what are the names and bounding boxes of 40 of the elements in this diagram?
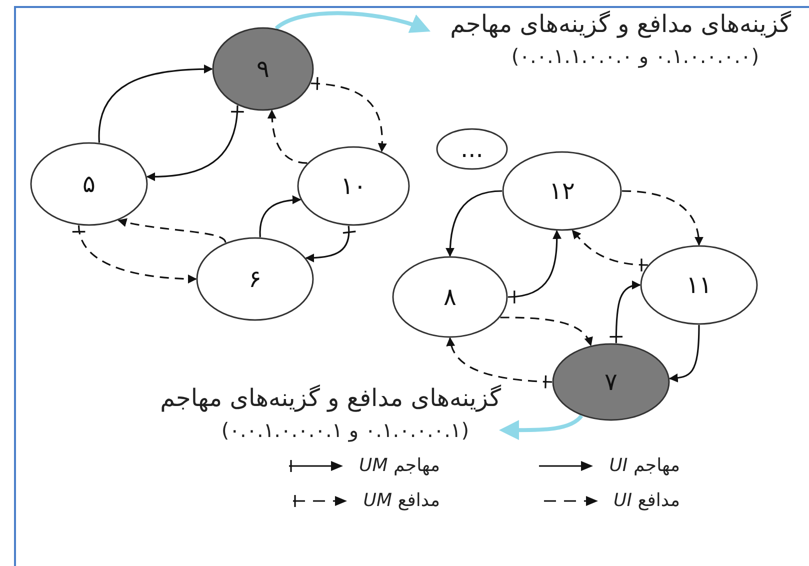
ellipse-node bbox=[196, 237, 314, 321]
arrow bbox=[446, 337, 552, 389]
arrow bbox=[668, 324, 700, 382]
arrow bbox=[118, 218, 226, 243]
annotation-text: گزینه‌های مدافع و گزینه‌های مهاجم bbox=[450, 10, 791, 38]
annotation-text: (۰.۱.۰.۰.۰.۱ و ۰.۰.۱.۰.۰.۰.۱) bbox=[221, 417, 470, 444]
arrow bbox=[268, 109, 308, 164]
arrow bbox=[146, 105, 244, 182]
arrow bbox=[608, 281, 641, 344]
shaded-ellipse bbox=[212, 27, 314, 111]
arrow bbox=[622, 190, 704, 246]
ellipse-node bbox=[502, 151, 622, 231]
arrow bbox=[310, 76, 387, 152]
node-label: ۱۲ bbox=[549, 176, 575, 207]
arrow bbox=[500, 316, 592, 346]
arrow bbox=[98, 64, 213, 143]
shaded-ellipse bbox=[552, 343, 670, 421]
arrow bbox=[72, 225, 197, 284]
node-label: ۶ bbox=[248, 264, 262, 295]
curved-arrow bbox=[275, 11, 431, 34]
ellipse-node bbox=[297, 146, 410, 226]
ellipse-node bbox=[640, 245, 758, 325]
node-label: ۹ bbox=[256, 54, 270, 85]
node-label: ۷ bbox=[604, 367, 618, 398]
arrow bbox=[508, 230, 562, 304]
arrow bbox=[446, 190, 502, 257]
ellipse-node bbox=[392, 256, 508, 338]
curved-arrow bbox=[499, 414, 583, 440]
annotation-text: (۰.۱.۰.۰.۰.۰ و ۰.۰.۱.۱.۰.۰.۰) bbox=[511, 43, 760, 70]
node-label: ... bbox=[460, 134, 484, 165]
arrow bbox=[305, 226, 356, 262]
annotation-text: گزینه‌های مدافع و گزینه‌های مهاجم bbox=[160, 384, 501, 412]
arrow bbox=[572, 230, 648, 272]
arrow bbox=[259, 195, 302, 238]
node-label: ۱۱ bbox=[686, 270, 712, 301]
node-label: ۵ bbox=[82, 169, 96, 200]
ellipse-node bbox=[436, 128, 508, 170]
node-label: ۱۰ bbox=[340, 171, 366, 202]
ellipse-node bbox=[30, 142, 148, 226]
node-label: ۸ bbox=[444, 282, 456, 313]
